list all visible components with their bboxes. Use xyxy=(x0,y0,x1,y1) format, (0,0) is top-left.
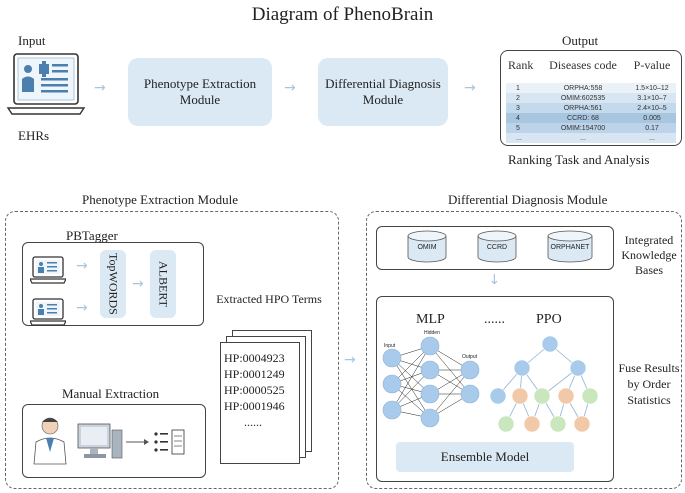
table-row: ......... xyxy=(506,133,676,143)
arrow-right-icon: → xyxy=(284,80,296,96)
differential-diagnosis-module: Differential Diagnosis Module xyxy=(318,58,448,126)
pbtagger-label: PBTagger xyxy=(66,228,118,243)
omim-database-icon: OMIM xyxy=(406,230,448,264)
arrow-right-icon: → xyxy=(344,352,356,368)
output-label: Output xyxy=(562,33,599,48)
differential-panel xyxy=(366,211,682,489)
mlp-network xyxy=(382,336,480,428)
phenotype-extraction-module: Phenotype Extraction Module xyxy=(128,58,272,126)
ppo-tree xyxy=(489,335,599,433)
hpo-term: ...... xyxy=(244,415,262,429)
input-label: Input xyxy=(18,33,46,48)
fuse-label: Fuse Results by Order Statistics xyxy=(618,361,680,407)
arrow-right-icon: → xyxy=(76,300,88,316)
hidden-layer-label: Hidden xyxy=(424,330,440,336)
ranking-label: Ranking Task and Analysis xyxy=(508,152,650,167)
ehr-label: EHRs xyxy=(18,128,50,143)
left-panel-heading: Phenotype Extraction Module xyxy=(82,192,238,207)
orphanet-database-icon: ORPHANET xyxy=(546,230,594,264)
ppo-label: PPO xyxy=(536,312,562,327)
output-layer-label: Output xyxy=(462,354,478,360)
arrow-right-icon: → xyxy=(94,80,106,96)
arrow-right-icon: → xyxy=(132,276,144,292)
hpo-term-list: HP:0004923 HP:0001249 HP:0000525 HP:0001… xyxy=(224,350,302,430)
mlp-label: MLP xyxy=(416,312,445,327)
arrow-down-icon: → xyxy=(485,273,502,285)
hpo-term: HP:0004923 xyxy=(224,351,285,365)
laptop-icon xyxy=(30,298,66,326)
header-rank: Rank xyxy=(508,58,534,72)
hpo-term: HP:0001249 xyxy=(224,367,285,381)
ensemble-model: Ensemble Model xyxy=(396,442,574,472)
hpo-document xyxy=(220,342,300,464)
diagram-title: Diagram of PhenoBrain xyxy=(251,4,434,25)
ccrd-label: CCRD xyxy=(486,244,508,251)
orphanet-label: ORPHANET xyxy=(550,244,590,251)
arrow-right-icon: → xyxy=(76,258,88,274)
ccrd-database-icon: CCRD xyxy=(476,230,518,264)
header-disease: Diseases code xyxy=(549,58,617,72)
ehr-laptop-icon xyxy=(6,53,86,115)
kb-label: Integrated Knowledge Bases xyxy=(621,233,677,277)
topwords-label: TopWORDS xyxy=(106,253,121,315)
albert-bar xyxy=(150,250,176,318)
arrow-right-icon: → xyxy=(464,80,476,96)
input-layer-label: Input xyxy=(384,343,396,349)
phenotype-panel xyxy=(5,211,339,489)
output-box xyxy=(500,50,682,146)
hpo-term: HP:0001946 xyxy=(224,399,285,413)
omim-label: OMIM xyxy=(417,244,437,251)
albert-label: ALBERT xyxy=(156,261,171,307)
laptop-icon xyxy=(30,256,66,284)
manual-extraction-label: Manual Extraction xyxy=(62,386,160,401)
doctor-computer-icon xyxy=(33,417,185,465)
header-pvalue: P-value xyxy=(633,58,671,72)
ellipsis: ...... xyxy=(484,312,505,327)
hpo-term: HP:0000525 xyxy=(224,383,285,397)
topwords-bar xyxy=(100,250,126,318)
right-panel-heading: Differential Diagnosis Module xyxy=(448,192,608,207)
hpo-title: Extracted HPO Terms xyxy=(216,292,322,306)
